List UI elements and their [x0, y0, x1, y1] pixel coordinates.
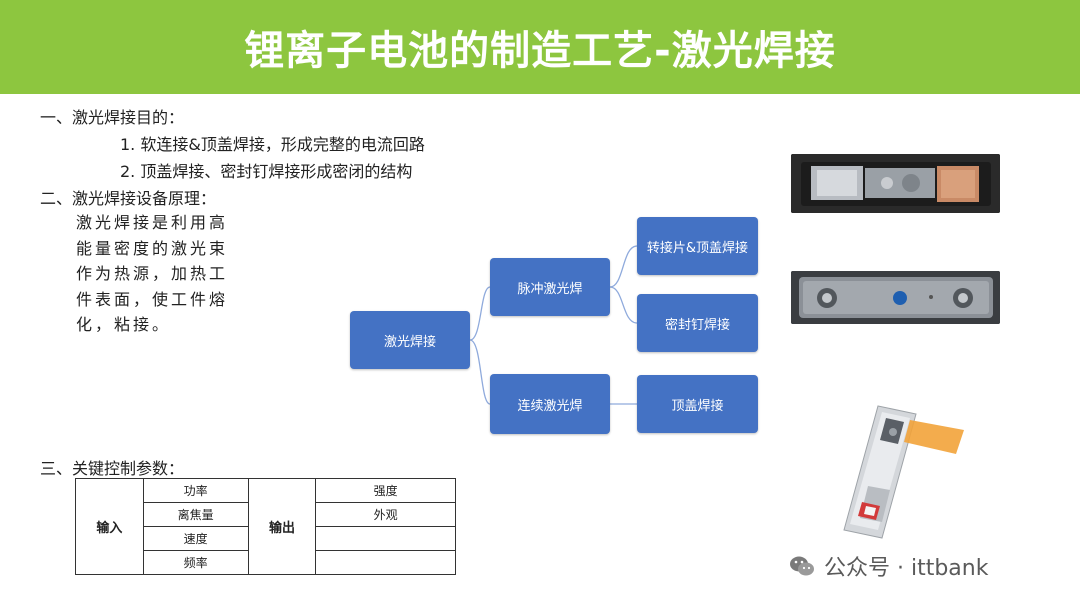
node-pulse-laser: 脉冲激光焊 — [490, 258, 610, 316]
table-output-empty-2 — [315, 550, 456, 575]
node-continuous-laser: 连续激光焊 — [490, 374, 610, 434]
principle-line-4: 件表面，使工件熔 — [76, 289, 229, 309]
params-heading: 三、关键控制参数： — [40, 459, 185, 478]
node-seal-nail-welding: 密封钉焊接 — [637, 294, 758, 352]
table-input-defocus: 离焦量 — [142, 502, 249, 527]
table-output-empty-1 — [315, 526, 456, 551]
principle-line-2: 能量密度的激光束 — [76, 238, 229, 258]
table-input-frequency: 频率 — [142, 550, 249, 575]
principle-line-1: 激光焊接是利用高 — [76, 213, 229, 232]
principle-heading: 二、激光焊接设备原理： — [40, 189, 217, 208]
watermark-text: 公众号 · ittbank — [824, 556, 989, 581]
principle-line-3: 作为热源，加热工 — [76, 264, 229, 283]
page-title: 锂离子电池的制造工艺-激光焊接 — [244, 28, 836, 74]
table-output-label: 输出 — [247, 478, 317, 575]
watermark: 公众号 · ittbank — [788, 550, 988, 582]
connector-root-pulse — [469, 286, 491, 341]
principle-line-5: 化，粘接。 — [76, 315, 172, 334]
title-banner: 锂离子电池的制造工艺-激光焊接 — [0, 0, 1080, 94]
table-input-label: 输入 — [75, 478, 144, 575]
connector-pulse-leaf1 — [609, 245, 638, 288]
purpose-item-2: 2. 顶盖焊接、密封钉焊接形成密闭的结构 — [120, 162, 413, 181]
cap-tab-photo — [791, 154, 1000, 213]
table-output-appearance: 外观 — [315, 502, 456, 527]
table-row: 速度 — [76, 526, 456, 551]
node-tab-cap-welding: 转接片&顶盖焊接 — [637, 217, 758, 275]
table-output-strength: 强度 — [315, 478, 456, 503]
connector-root-continuous — [469, 339, 491, 405]
purpose-item-1: 1. 软连接&顶盖焊接，形成完整的电流回路 — [120, 135, 425, 154]
principle-description: 激光焊接是利用高 能量密度的激光束 作为热源，加热工 件表面，使工件熔 化，粘接… — [76, 210, 252, 338]
table-row: 频率 — [76, 550, 456, 575]
table-input-speed: 速度 — [142, 526, 249, 551]
table-row: 离焦量 外观 — [76, 502, 456, 527]
wechat-icon — [790, 556, 814, 576]
node-laser-welding: 激光焊接 — [350, 311, 470, 369]
table-row: 输入 功率 输出 强度 — [75, 478, 456, 575]
node-cap-welding: 顶盖焊接 — [637, 375, 758, 433]
connector-pulse-leaf2 — [609, 286, 638, 324]
seal-nail-photo — [791, 271, 1000, 324]
table-input-power: 功率 — [142, 478, 249, 503]
params-table: 输入 功率 输出 强度 离焦量 外观 速度 频率 — [75, 478, 456, 575]
purpose-heading: 一、激光焊接目的： — [40, 108, 185, 127]
cell-model-render — [838, 402, 968, 542]
